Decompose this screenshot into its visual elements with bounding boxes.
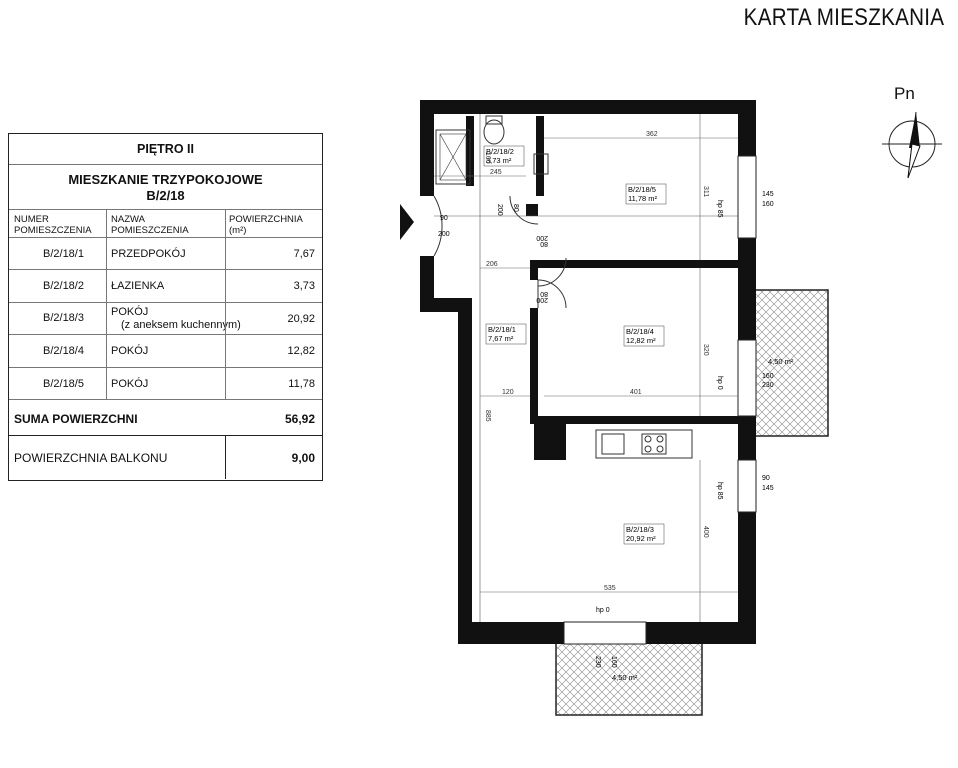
header-area-line2: (m²) — [229, 225, 247, 236]
balcony-value: 9,00 — [291, 451, 315, 465]
header-name: NAZWA POMIESZCZENIA — [111, 214, 189, 236]
table-row: B/2/18/1 PRZEDPOKÓJ 7,67 — [9, 237, 322, 270]
floor-label: PIĘTRO II — [137, 142, 194, 156]
room-number: B/2/18/1 — [43, 248, 84, 260]
door-label: 80 — [540, 290, 548, 297]
header-number-line2: POMIESZCZENIA — [14, 225, 92, 236]
dimension-label: 245 — [490, 169, 502, 176]
room-area: 3,73 — [293, 280, 315, 293]
page-title: KARTA MIESZKANIA — [743, 4, 944, 31]
room-id-label: B/2/18/4 — [626, 327, 654, 336]
room-name: ŁAZIENKA — [111, 280, 165, 293]
room-name: POKÓJ — [111, 305, 149, 318]
room-name: PRZEDPOKÓJ — [111, 248, 186, 260]
door-label: 90 — [440, 215, 448, 222]
window-sill-label: hp 0 — [596, 607, 610, 614]
window-width-label: 145 — [762, 191, 774, 198]
room-table: PIĘTRO II MIESZKANIE TRZYPOKOJOWE B/2/18… — [8, 133, 323, 481]
room-area-label: 7,67 m² — [488, 334, 514, 343]
header-number-line1: NUMER — [14, 214, 49, 225]
table-row: B/2/18/2 ŁAZIENKA 3,73 — [9, 269, 322, 302]
table-header: NUMER POMIESZCZENIA NAZWA POMIESZCZENIA … — [9, 209, 322, 238]
room-area-label: 3,73 m² — [486, 156, 512, 165]
total-label: SUMA POWIERZCHNI — [14, 412, 138, 426]
total-row: SUMA POWIERZCHNI 56,92 — [9, 399, 322, 436]
dimension-label: 535 — [604, 585, 616, 592]
balcony-area-label: 4,50 m² — [768, 357, 794, 366]
room-id-label: B/2/18/2 — [486, 147, 514, 156]
room-id-label: B/2/18/3 — [626, 525, 654, 534]
room-area-label: 20,92 m² — [626, 534, 656, 543]
room-number: B/2/18/3 — [43, 311, 84, 324]
window-height-label: 230 — [594, 656, 601, 668]
table-row: B/2/18/3 POKÓJ(z aneksem kuchennym) 20,92 — [9, 301, 322, 335]
window-sill-label: hp 85 — [716, 482, 723, 500]
door-label: 80 — [512, 204, 519, 212]
window-height-label: 230 — [762, 382, 774, 389]
room-area: 7,67 — [293, 248, 315, 260]
balcony-south — [555, 638, 703, 716]
floor-plan: B/2/18/23,73 m² B/2/18/511,78 m² B/2/18/17… — [400, 100, 829, 716]
room-area: 11,78 — [288, 377, 315, 390]
window-width-label: 160 — [762, 373, 774, 380]
room-area: 20,92 — [287, 312, 315, 325]
table-row: B/2/18/4 POKÓJ 12,82 — [9, 334, 322, 367]
dimension-label: 400 — [702, 526, 709, 538]
window-width-label: 90 — [762, 475, 770, 482]
room-label-frame — [623, 325, 665, 347]
room-number: B/2/18/5 — [43, 377, 84, 390]
north-label: Pn — [894, 84, 915, 103]
room-name: POKÓJ — [111, 345, 149, 358]
dimension-label: 311 — [702, 186, 709, 197]
room-id-label: B/2/18/1 — [488, 325, 516, 334]
room-name: POKÓJ — [111, 377, 149, 390]
dimension-label: 885 — [484, 410, 491, 422]
dimension-label: 362 — [646, 131, 658, 138]
apartment-header: MIESZKANIE TRZYPOKOJOWE B/2/18 — [9, 164, 322, 210]
window-sill-label: hp 0 — [716, 376, 723, 390]
header-area: POWIERZCHNIA (m²) — [229, 214, 303, 236]
dimension-label: 320 — [702, 344, 709, 356]
room-area-label: 12,82 m² — [626, 336, 656, 345]
room-label-frame — [485, 323, 527, 345]
room-number: B/2/18/2 — [43, 280, 84, 293]
header-name-line2: POMIESZCZENIA — [111, 225, 189, 236]
apartment-id: B/2/18 — [146, 188, 185, 203]
room-label-frame — [483, 145, 525, 167]
balcony-label: POWIERZCHNIA BALKONU — [14, 451, 168, 465]
header-area-line1: POWIERZCHNIA — [229, 214, 303, 225]
header-number: NUMER POMIESZCZENIA — [14, 214, 92, 236]
dimension-label: 206 — [486, 261, 498, 268]
apartment-type: MIESZKANIE TRZYPOKOJOWE — [68, 172, 263, 187]
dimension-label: 401 — [630, 389, 642, 396]
balcony-area-label: 4,50 m² — [612, 673, 638, 682]
door-label: 200 — [536, 296, 548, 303]
window-sill-label: hp 85 — [716, 200, 723, 218]
room-name-detail: (z aneksem kuchennym) — [121, 318, 241, 331]
north-arrow-icon — [882, 111, 942, 179]
room-area: 12,82 — [287, 345, 315, 358]
header-name-line1: NAZWA — [111, 214, 145, 225]
door-label: 200 — [536, 234, 548, 241]
room-id-label: B/2/18/5 — [628, 185, 656, 194]
room-label-frame — [623, 523, 665, 545]
window-height-label: 145 — [762, 485, 774, 492]
door-label: 200 — [438, 231, 450, 238]
door-label: 200 — [496, 204, 503, 216]
dimension-label: 160 — [484, 152, 491, 164]
balcony-row: POWIERZCHNIA BALKONU 9,00 — [9, 435, 322, 480]
door-label: 80 — [540, 240, 548, 247]
balcony-east — [751, 289, 829, 437]
table-row: B/2/18/5 POKÓJ 11,78 — [9, 366, 322, 400]
room-number: B/2/18/4 — [43, 345, 84, 358]
room-label-frame — [625, 183, 667, 205]
total-value: 56,92 — [284, 412, 315, 426]
window-width-label: 160 — [610, 656, 617, 668]
dimension-label: 120 — [502, 389, 514, 396]
room-area-label: 11,78 m² — [628, 194, 658, 203]
window-height-label: 160 — [762, 201, 774, 208]
